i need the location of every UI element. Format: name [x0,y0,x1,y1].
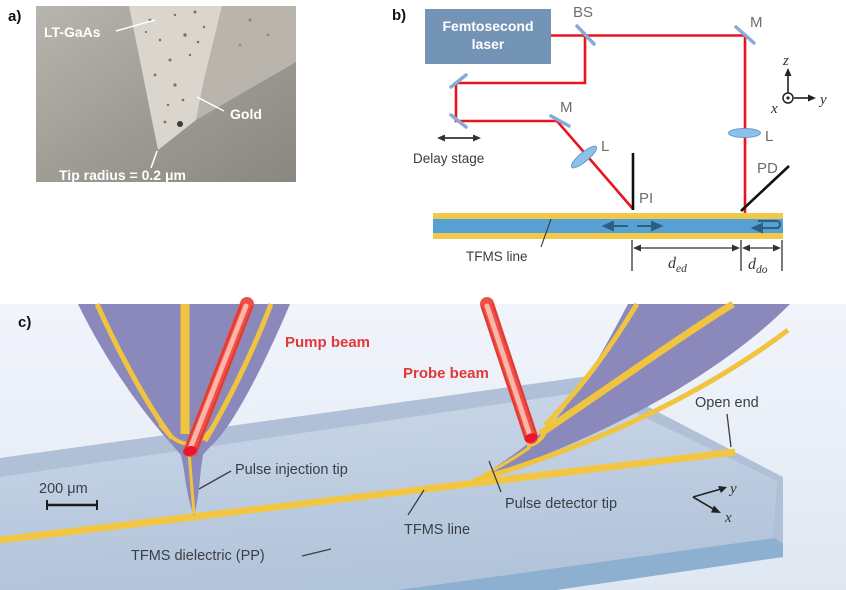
scale-bar-label: 200 μm [39,481,88,497]
panel-c-leaders [198,413,732,557]
z-axis-label: z [782,53,789,69]
axes-b: z y x [770,53,827,117]
optics [449,24,756,129]
dimension-arrowheads [437,134,781,252]
mirror-top-icon [734,25,756,45]
pulse-detector-tip [472,297,790,484]
tfms-stripe [433,213,783,239]
tip-radius-label: Tip radius = 0.2 μm [59,167,186,183]
laser-label-line1: Femtosecond [442,18,533,34]
y-axis-label-b: y [818,92,827,108]
open-end-label: Open end [695,395,759,411]
delay-mirror1-icon [449,73,468,89]
panel-a: a) LT-GaAs Gold Tip radius = 0.2 μm [8,6,296,183]
scale-bar [46,500,98,510]
detector-tip-leader [488,460,502,493]
mirror-mid-label: M [560,99,573,116]
d-ed-label: ded [668,255,687,275]
z-axis-arrow [784,68,792,76]
sem-leader-lines [115,19,225,169]
tfms-line-b-leader [540,218,552,248]
tfms-line-c-leader [407,489,425,516]
delay-stage-label: Delay stage [413,151,484,166]
x-axis-label-c: x [724,510,732,526]
tfms-line-c [0,448,736,544]
x-axis-label-b: x [770,101,778,117]
pulse-direction-arrows [601,220,782,234]
panel-a-label: a) [8,8,21,25]
y-axis-label-c: y [728,481,737,497]
pump-spot-dot [183,446,197,456]
lens-mid-icon [570,145,598,169]
lens-mid-label: L [601,138,609,155]
pi-label: PI [639,190,653,207]
probe-spot-dot [524,433,538,443]
detector-cone-gold-stripes [472,301,790,484]
probe-beam-cylinder [480,297,538,444]
gold-leader [196,96,225,112]
laser-label-line2: laser [472,36,505,52]
bs-label: BS [573,4,593,21]
tfms-line-b-label: TFMS line [466,249,528,264]
dielectric-leader [301,548,332,557]
panel-c-label: c) [18,314,31,331]
pulse-detector-tip-label: Pulse detector tip [505,496,617,512]
reflection-u-turn-arrow [758,220,782,229]
tfms-dielectric-label: TFMS dielectric (PP) [131,548,265,564]
dimension-lines [440,137,783,271]
tip-leader [150,150,158,169]
sem-speckles [144,10,270,127]
pd-label: PD [757,160,778,177]
probe-beam-label: Probe beam [403,365,489,382]
detector-cone-body [473,304,790,481]
pulse-injection-tip-label: Pulse injection tip [235,462,348,478]
lt-gaas-leader [115,19,156,32]
slab-front-face [398,538,783,590]
pump-beam-cylinder [184,297,254,457]
delay-mirror2-icon [449,113,468,129]
injection-tip-leader [198,470,232,490]
tfms-line-c-label: TFMS line [404,522,470,538]
femtosecond-laser-box [425,9,551,64]
pd-tip-line [740,165,790,212]
lens-right-label: L [765,128,773,145]
beam-pump-diagonal [556,120,634,210]
x-axis-arrow-c [711,505,721,513]
mirror-top-label: M [750,14,763,31]
axes-c: y x [692,481,737,526]
lt-gaas-label: LT-GaAs [44,24,101,40]
sem-photo: LT-GaAs Gold Tip radius = 0.2 μm [36,6,296,183]
open-end-leader [726,413,732,448]
y-axis-arrow [808,94,816,102]
gold-label: Gold [230,106,262,122]
sem-probe-gold-facet [196,6,296,120]
panel-b: b) Femtosecond laser [392,4,827,276]
mirror-mid-icon [549,114,571,128]
beamsplitter-icon [575,24,596,46]
panel-c: y x c) Pump beam Probe beam Pulse inject… [0,297,846,590]
y-axis-arrow-c [718,486,727,493]
panel-b-label: b) [392,7,406,24]
pump-beam-label: Pump beam [285,334,370,351]
pulse-injection-tip [78,297,290,516]
lens-right-icon [728,128,761,138]
d-do-label: ddo [748,256,768,276]
